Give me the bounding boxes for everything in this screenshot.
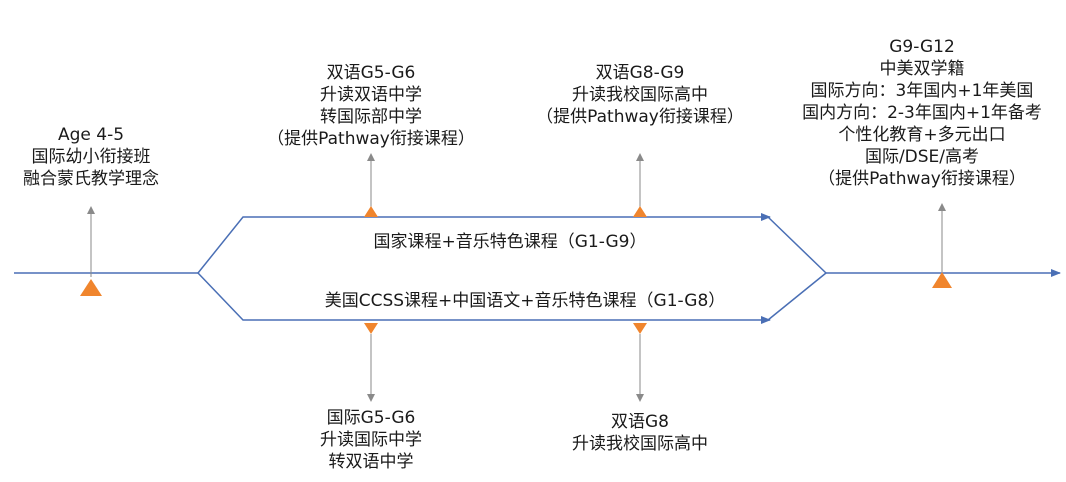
bottom-g5-marker (364, 323, 378, 334)
kindergarten-marker (80, 279, 102, 296)
bottom-g5-line-3: 转双语中学 (328, 452, 414, 472)
lower-track-line (197, 272, 771, 324)
top-g8-line-1: 双语G8-G9 (595, 63, 685, 83)
g9-12-line-4: 国内方向：2-3年国内+1年备考 (802, 103, 1042, 123)
bottom-g8-label: 双语G8 升读我校国际高中 (560, 411, 720, 455)
g9-12-label: G9-G12 中美双学籍 国际方向：3年国内+1年美国 国内方向：2-3年国内+… (782, 36, 1062, 190)
top-g8-line-3: （提供Pathway衔接课程） (536, 107, 744, 127)
g9-12-line-5: 个性化教育+多元出口 (838, 125, 1006, 145)
top-g5-line-2: 升读双语中学 (320, 85, 422, 105)
top-g8-label: 双语G8-G9 升读我校国际高中 （提供Pathway衔接课程） (535, 62, 745, 128)
top-g5-line-3: 转国际部中学 (320, 107, 422, 127)
bottom-g5-line-1: 国际G5-G6 (326, 408, 416, 428)
top-g8-line-2: 升读我校国际高中 (572, 85, 708, 105)
g9-12-line-1: G9-G12 (889, 37, 955, 57)
kindergarten-line-2: 国际幼小衔接班 (31, 147, 151, 167)
bottom-g8-line-1: 双语G8 (611, 412, 669, 432)
top-g5-line-1: 双语G5-G6 (326, 63, 416, 83)
lower-track-label: 美国CCSS课程+中国语文+音乐特色课程（G1-G8） (324, 291, 726, 311)
bottom-g8-marker (633, 323, 647, 334)
upper-merge-line (767, 216, 827, 274)
bottom-g8-line-2: 升读我校国际高中 (572, 434, 708, 454)
g9-12-line-3: 国际方向：3年国内+1年美国 (810, 81, 1034, 101)
top-g5-line-4: （提供Pathway衔接课程） (267, 129, 475, 149)
g9-12-marker (932, 272, 952, 288)
top-g8-marker (633, 206, 647, 217)
top-g5-label: 双语G5-G6 升读双语中学 转国际部中学 （提供Pathway衔接课程） (266, 62, 476, 150)
bottom-g5-line-2: 升读国际中学 (320, 430, 422, 450)
top-g5-marker (364, 206, 378, 217)
kindergarten-line-1: Age 4-5 (57, 125, 125, 145)
kindergarten-line-3: 融合蒙氏教学理念 (23, 169, 159, 189)
upper-track-label: 国家课程+音乐特色课程（G1-G9） (373, 232, 647, 252)
g9-12-line-2: 中美双学籍 (879, 59, 965, 79)
g9-12-line-7: （提供Pathway衔接课程） (818, 169, 1026, 189)
kindergarten-label: Age 4-5 国际幼小衔接班 融合蒙氏教学理念 (16, 124, 166, 190)
bottom-g5-label: 国际G5-G6 升读国际中学 转双语中学 (296, 407, 446, 473)
lower-merge-line (767, 272, 827, 321)
g9-12-line-6: 国际/DSE/高考 (864, 147, 980, 167)
upper-track-line (197, 213, 771, 274)
